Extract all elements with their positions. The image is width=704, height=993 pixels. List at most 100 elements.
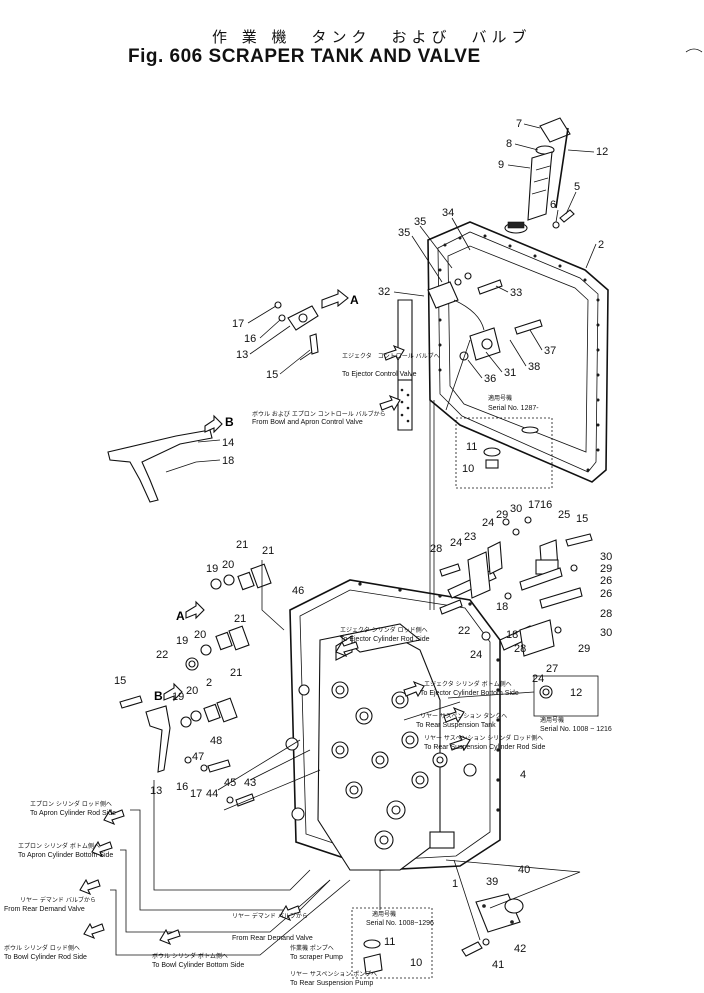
part-number-27: 27 xyxy=(546,663,558,675)
part-number-19: 19 xyxy=(206,563,218,575)
part-number-37: 37 xyxy=(544,345,556,357)
label-rear-susp-pump-en: To Rear Suspension Pump xyxy=(290,980,373,987)
part-number-21: 21 xyxy=(262,545,274,557)
figure-title: Fig. 606 SCRAPER TANK AND VALVE xyxy=(128,46,481,67)
part-number-43: 43 xyxy=(244,777,256,789)
part-callout-leaders xyxy=(195,123,597,699)
view-marker-a-top: A xyxy=(350,293,359,307)
label-ejector-bottom-en: To Ejector Cylinder Bottom Side xyxy=(420,690,519,697)
part-number-45: 45 xyxy=(224,777,236,789)
part-number-39: 39 xyxy=(486,876,498,888)
part-number-41: 41 xyxy=(492,959,504,971)
spool-stacks xyxy=(119,563,272,807)
part-number-18: 18 xyxy=(222,455,234,467)
view-arrows xyxy=(163,288,349,702)
part-number-29: 29 xyxy=(496,509,508,521)
part-number-14: 14 xyxy=(222,437,234,449)
plug-serial-inset xyxy=(533,675,599,717)
part-number-17: 17 xyxy=(190,788,202,800)
pump-serial-en: Serial No. 1008~1296 xyxy=(366,920,434,927)
part-number-18: 18 xyxy=(496,601,508,613)
label-rear-susp-tank-en: To Rear Suspension Tank xyxy=(416,722,496,729)
part-number-1: 1 xyxy=(452,878,458,890)
label-rear-demand-valve-jp: リヤー デマンド バルブから xyxy=(232,912,308,920)
part-number-28: 28 xyxy=(514,643,526,655)
part-number-17: 17 xyxy=(232,318,244,330)
part-number-15: 15 xyxy=(576,513,588,525)
part-number-16: 16 xyxy=(176,781,188,793)
part-number-30: 30 xyxy=(600,627,612,639)
part-number-15: 15 xyxy=(114,675,126,687)
label-ejector-bottom-jp: エジェクタ シリンダ ボトム側へ xyxy=(424,680,512,688)
flow-labels: エジェクタ コントロール バルブへ To Ejector Control Val… xyxy=(4,352,546,987)
part-number-48: 48 xyxy=(210,735,222,747)
part-number-11: 11 xyxy=(466,441,477,453)
label-rear-demand-jp: リヤー デマンド バルブから xyxy=(20,896,96,904)
part-number-29: 29 xyxy=(578,643,590,655)
pump-serial-jp: 適用号機 xyxy=(372,910,396,918)
part-number-21: 21 xyxy=(230,667,242,679)
part-number-10: 10 xyxy=(462,463,474,475)
part-number-13: 13 xyxy=(236,349,248,361)
part-number-5: 5 xyxy=(574,181,580,193)
part-number-8: 8 xyxy=(506,138,512,150)
part-number-16: 16 xyxy=(540,499,552,511)
part-number-30: 30 xyxy=(600,551,612,563)
part-number-24: 24 xyxy=(482,517,494,529)
corner-mark xyxy=(685,48,703,53)
part-number-36: 36 xyxy=(484,373,496,385)
part-number-32: 32 xyxy=(378,286,390,298)
view-marker-b-left: B xyxy=(154,689,163,703)
strainer-holes xyxy=(400,388,410,423)
part-number-24: 24 xyxy=(532,673,544,685)
pump-serial-inset xyxy=(351,907,433,979)
part-number-20: 20 xyxy=(194,629,206,641)
part-number-20: 20 xyxy=(222,559,234,571)
tank-serial-inset xyxy=(455,417,553,489)
part-number-26: 26 xyxy=(600,575,612,587)
part-number-30: 30 xyxy=(510,503,522,515)
part-number-12: 12 xyxy=(596,146,608,158)
part-number-42: 42 xyxy=(514,943,526,955)
part-number-38: 38 xyxy=(528,361,540,373)
label-bowl-apron-en: From Bowl and Apron Control Valve xyxy=(252,419,363,426)
part-number-35: 35 xyxy=(414,216,426,228)
label-rear-susp-rod-en: To Rear Suspension Cylinder Rod Side xyxy=(424,744,546,751)
part-number-35: 35 xyxy=(398,227,410,239)
part-number-20: 20 xyxy=(186,685,198,697)
part-number-28: 28 xyxy=(430,543,442,555)
label-bowl-rod-jp: ボウル シリンダ ロッド側へ xyxy=(4,944,80,952)
part-number-47: 47 xyxy=(192,751,204,763)
part-number-40: 40 xyxy=(518,864,530,876)
label-ejector-rod-jp: エジェクタ シリンダ ロッド側へ xyxy=(340,626,428,634)
view-marker-b-top: B xyxy=(225,415,234,429)
part-number-21: 21 xyxy=(236,539,248,551)
title-japanese: 作 業 機 タンク および バルブ xyxy=(212,28,532,46)
part-number-34: 34 xyxy=(442,207,454,219)
part-number-13: 13 xyxy=(150,785,162,797)
label-apron-rod-jp: エプロン シリンダ ロッド側へ xyxy=(30,800,112,808)
part-number-33: 33 xyxy=(510,287,522,299)
label-apron-bottom-jp: エプロン シリンダ ボトム側へ xyxy=(18,842,100,850)
part-number-17: 17 xyxy=(528,499,540,511)
label-rear-susp-rod-jp: リヤー サスペンション シリンダ ロッド側へ xyxy=(424,734,543,742)
part-number-11: 11 xyxy=(384,936,395,948)
valve-ports xyxy=(285,681,477,850)
tank-serial-jp: 適用号機 xyxy=(488,394,512,402)
part-number-10: 10 xyxy=(410,957,422,969)
control-valve-assembly xyxy=(285,579,599,979)
plug-serial-en: Serial No. 1008 ~ 1216 xyxy=(540,726,612,733)
part-number-24: 24 xyxy=(450,537,462,549)
part-number-2: 2 xyxy=(206,677,212,689)
part-number-24: 24 xyxy=(470,649,482,661)
part-number-2: 2 xyxy=(598,239,604,251)
tank-serial-en: Serial No. 1287- xyxy=(488,405,539,412)
part-number-19: 19 xyxy=(176,635,188,647)
label-scraper-pump-en: To scraper Pump xyxy=(290,954,343,961)
right-linkage xyxy=(439,516,593,657)
part-number-7: 7 xyxy=(516,118,522,130)
label-rear-susp-tank-jp: リヤー サスペンション タンクへ xyxy=(420,712,507,720)
